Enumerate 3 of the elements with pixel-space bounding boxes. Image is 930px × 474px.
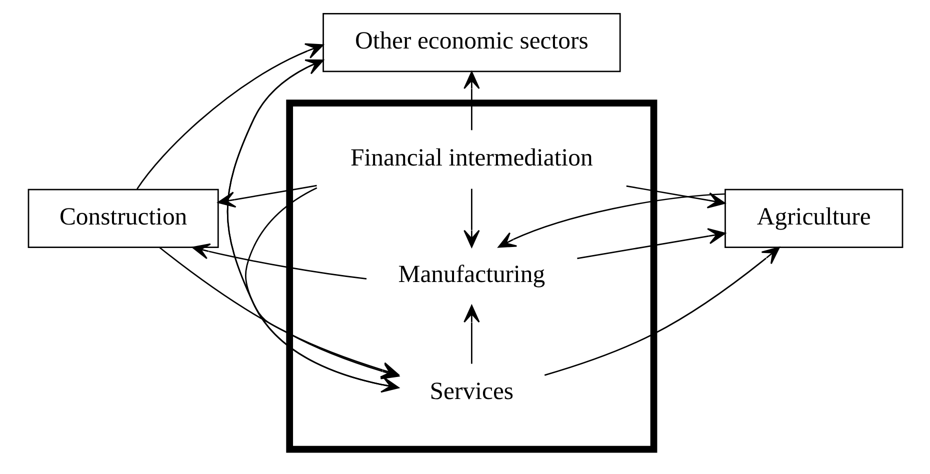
node-text: Financial intermediation	[350, 144, 592, 172]
node-text: Services	[429, 378, 514, 406]
node-text: Manufacturing	[398, 261, 545, 288]
